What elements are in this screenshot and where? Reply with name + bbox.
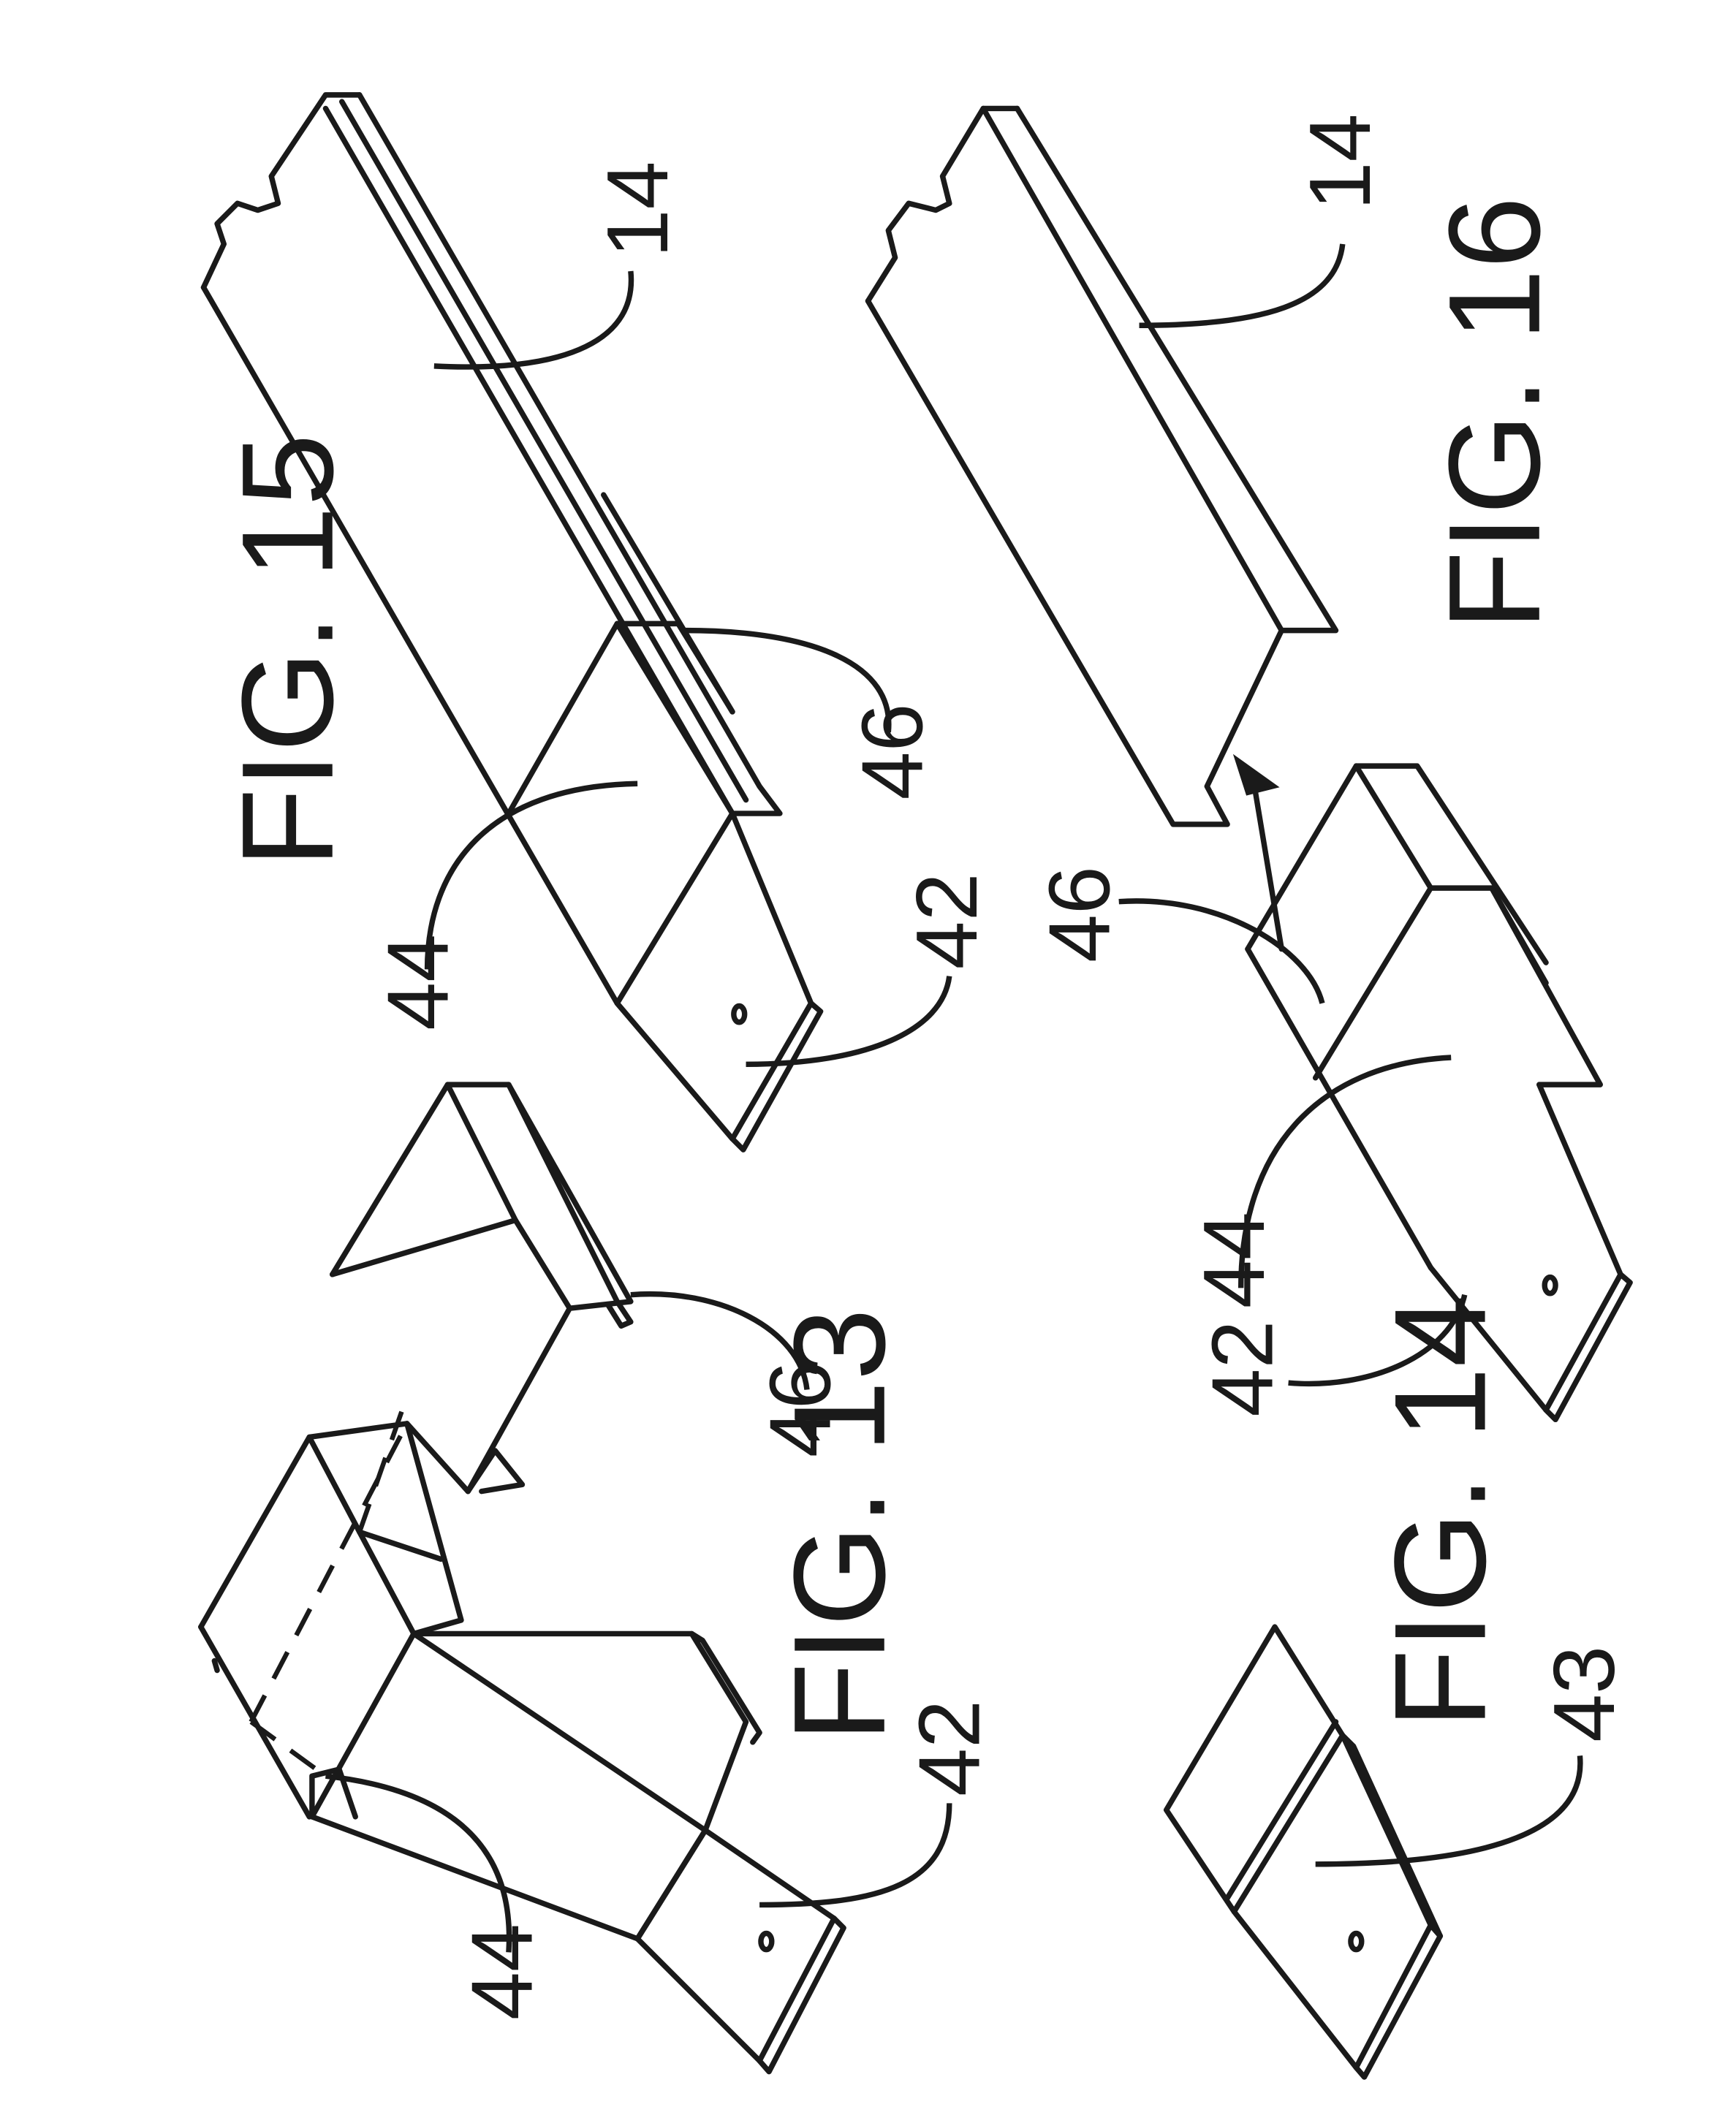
fig15-ref-42: 42 (899, 873, 996, 969)
fig13-ref-44: 44 (454, 1924, 550, 2020)
fig14-leader-43 (1316, 1755, 1580, 1864)
fig13-ref-46: 46 (753, 1361, 849, 1457)
fig14-ref-43: 43 (1536, 1646, 1633, 1742)
fig16-label: FIG. 16 (1422, 197, 1567, 631)
fig15-ref-44: 44 (370, 934, 466, 1030)
fig15-leader-42 (746, 976, 950, 1065)
fig16-ref-42: 42 (1194, 1321, 1291, 1417)
fig16-ref-46: 46 (1032, 866, 1129, 962)
fig15-label: FIG. 15 (215, 433, 360, 867)
fig15-ref-14: 14 (590, 161, 686, 257)
fig16-leader-14 (1140, 244, 1343, 325)
fig16-insertion-arrowhead (1237, 759, 1275, 793)
fig14-label: FIG. 14 (1368, 1294, 1513, 1728)
fig16-ref-44: 44 (1186, 1212, 1283, 1308)
fig15-ref-46: 46 (845, 703, 941, 800)
fig16-ref-14: 14 (1292, 113, 1389, 210)
fig13-ref-42: 42 (902, 1700, 998, 1796)
fig16-leader-46 (1119, 901, 1322, 1003)
